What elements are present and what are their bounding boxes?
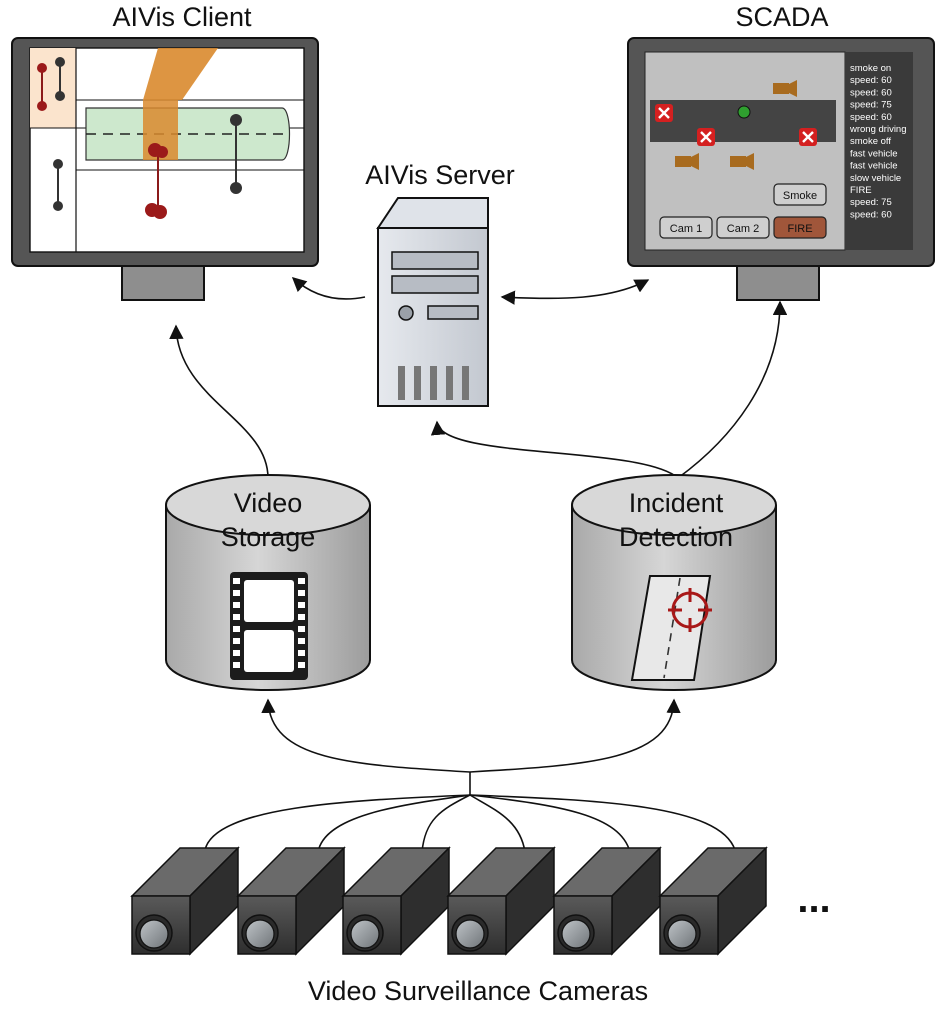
server-title: AIVis Server — [365, 160, 515, 190]
scada-log-entry: FIRE — [850, 185, 872, 196]
scada-log-entry: speed: 75 — [850, 197, 892, 208]
storage-label-line2: Storage — [221, 522, 316, 552]
svg-text:FIRE: FIRE — [787, 223, 812, 235]
aivis-client-monitor — [11, 37, 319, 301]
scada-log-entry: speed: 60 — [850, 112, 892, 123]
scada-log-entry: fast vehicle — [850, 161, 898, 172]
scada-log-entry: speed: 60 — [850, 87, 892, 98]
surveillance-camera-icon — [341, 846, 451, 956]
scada-log-entry: smoke on — [850, 63, 891, 74]
scada-cam2-button[interactable]: Cam 2 — [716, 216, 770, 239]
arrow-server-to-client — [291, 277, 366, 300]
camera-wire-3 — [421, 794, 471, 853]
server-power-button — [398, 305, 414, 321]
scada-stand — [736, 261, 820, 301]
surveillance-camera-icon — [658, 846, 768, 956]
svg-text:Cam 1: Cam 1 — [670, 223, 702, 235]
server-top — [376, 197, 489, 229]
scada-ok-indicator — [737, 105, 751, 119]
server-slot — [427, 305, 479, 320]
scada-smoke-button[interactable]: Smoke — [773, 183, 827, 206]
client-title: AIVis Client — [112, 2, 252, 32]
server-vent — [398, 366, 469, 400]
arrow-to-detection — [469, 698, 681, 773]
client-time-band — [143, 48, 218, 100]
arrow-server-scada — [500, 279, 650, 305]
more-cameras-ellipsis: ... — [797, 877, 830, 921]
client-panel-highlight — [30, 48, 76, 128]
scada-log-entry: speed: 60 — [850, 75, 892, 86]
camera-wire-4 — [469, 794, 526, 853]
cameras-caption: Video Surveillance Cameras — [308, 976, 648, 1006]
scada-camera-icon — [675, 153, 699, 170]
server-drive-bay — [391, 275, 479, 294]
scada-log-entry: fast vehicle — [850, 148, 898, 159]
camera-wire-5 — [469, 794, 631, 853]
surveillance-camera-icon — [236, 846, 346, 956]
camera-wire-1 — [204, 794, 471, 851]
scada-log-entry: speed: 75 — [850, 100, 892, 111]
scada-log-panel — [845, 52, 913, 250]
scada-cam1-button[interactable]: Cam 1 — [659, 216, 713, 239]
svg-text:Cam 2: Cam 2 — [727, 223, 759, 235]
scada-camera-icon — [730, 153, 754, 170]
svg-text:Smoke: Smoke — [783, 190, 817, 202]
scada-fire-button[interactable]: FIRE — [773, 216, 827, 239]
camera-wire-6 — [469, 794, 736, 851]
arrow-to-storage — [261, 698, 471, 773]
server-drive-bay — [391, 251, 479, 270]
scada-alert-icon — [799, 128, 817, 146]
camera-wire-2 — [317, 794, 471, 853]
arrow-storage-to-client — [169, 324, 269, 479]
incident-detection-cylinder — [571, 474, 777, 691]
aivis-server-tower — [376, 197, 489, 407]
surveillance-camera-icon — [552, 846, 662, 956]
scada-alert-icon — [697, 128, 715, 146]
scada-log-entry: wrong driving — [849, 124, 907, 135]
road-target-icon — [630, 575, 712, 681]
surveillance-camera-icon — [130, 846, 240, 956]
scada-title: SCADA — [735, 2, 828, 32]
arrow-detection-to-server — [430, 420, 679, 479]
scada-log-entry: speed: 60 — [850, 209, 892, 220]
scada-alert-icon — [655, 104, 673, 122]
detection-label-line1: Incident — [629, 488, 724, 518]
storage-label-line1: Video — [234, 488, 303, 518]
video-storage-cylinder — [165, 474, 371, 691]
client-stand — [121, 261, 205, 301]
detection-label-line2: Detection — [619, 522, 733, 552]
scada-log-entry: slow vehicle — [850, 173, 901, 184]
film-strip-icon — [230, 572, 308, 680]
scada-camera-icon — [773, 80, 797, 97]
scada-log-entry: smoke off — [850, 136, 891, 147]
surveillance-camera-icon — [446, 846, 556, 956]
connectors — [169, 277, 788, 853]
camera-row — [130, 846, 768, 956]
arrow-detection-to-scada — [677, 300, 788, 479]
